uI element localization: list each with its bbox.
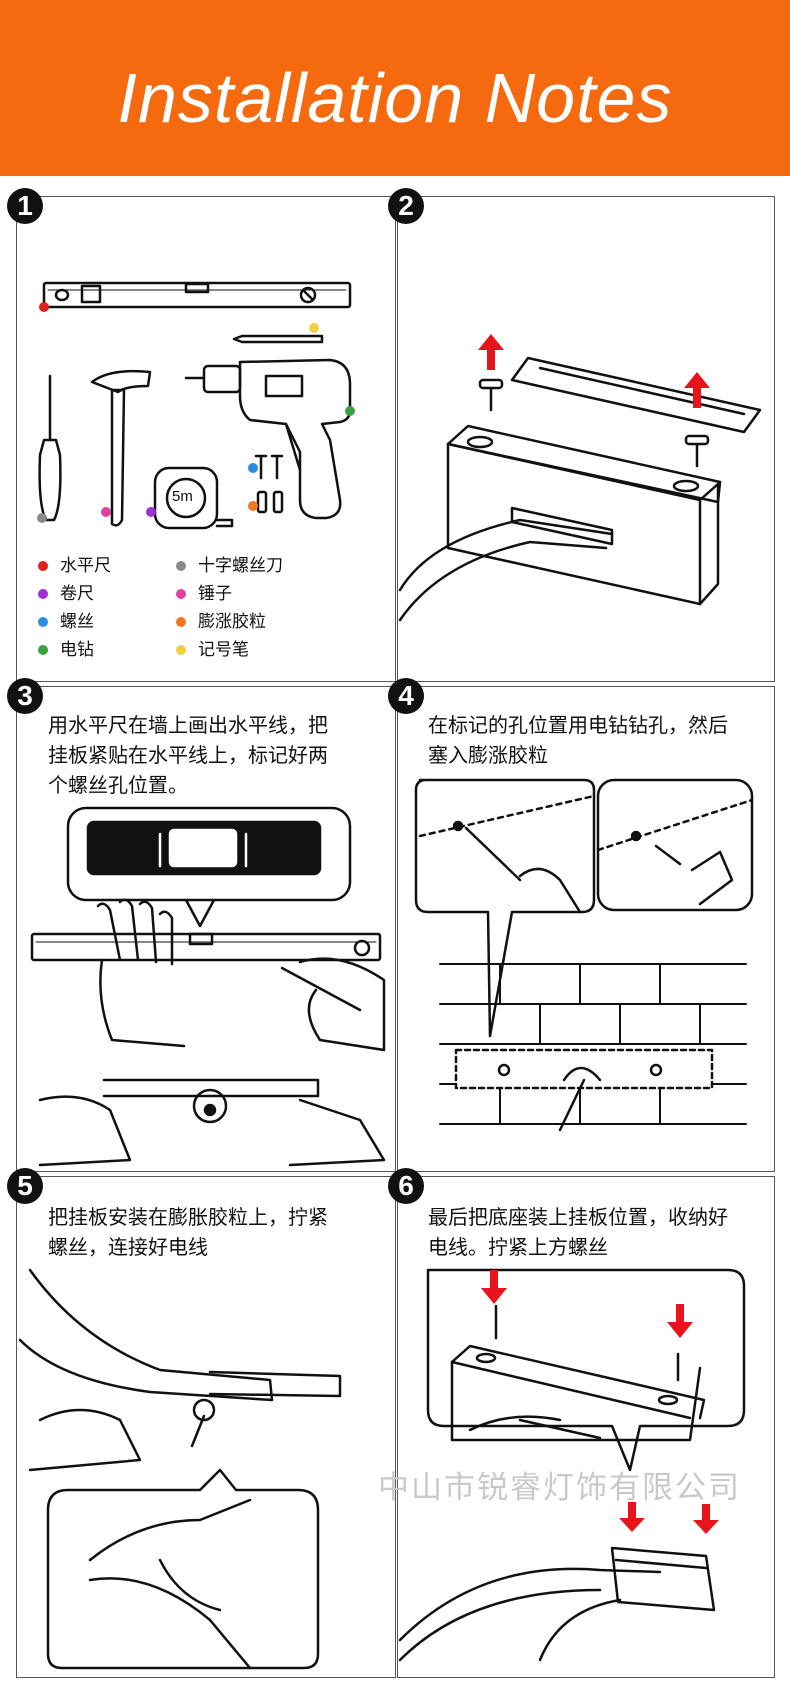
step-4-panel bbox=[397, 686, 775, 1172]
legend-item-drill: 电钻 bbox=[38, 638, 94, 662]
step-3-number: 3 bbox=[7, 678, 43, 714]
legend-label: 记号笔 bbox=[198, 640, 249, 660]
step-1-number: 1 bbox=[7, 188, 43, 224]
anchor-marker-dot bbox=[248, 501, 258, 511]
anchor-zoom-callout bbox=[596, 778, 754, 912]
level-on-wall-illustration bbox=[30, 932, 382, 962]
legend-dot bbox=[176, 645, 186, 655]
screwdriver-hand-illustration bbox=[18, 1268, 342, 1472]
step-3-line-1: 用水平尺在墙上画出水平线，把 bbox=[48, 713, 328, 737]
screw-2a-illustration bbox=[478, 378, 504, 412]
step-4-line-2: 塞入膨涨胶粒 bbox=[428, 743, 548, 767]
legend-dot bbox=[38, 589, 48, 599]
legend-dot bbox=[38, 645, 48, 655]
legend-dot bbox=[176, 617, 186, 627]
tape-measure-illustration bbox=[153, 466, 234, 530]
step-4-number: 4 bbox=[388, 678, 424, 714]
step-6-number: 6 bbox=[388, 1168, 424, 1204]
legend-label: 水平尺 bbox=[60, 556, 111, 576]
step-4-instructions: 在标记的孔位置用电钻钻孔，然后 塞入膨涨胶粒 bbox=[428, 710, 768, 770]
legend-label: 电钻 bbox=[60, 640, 94, 660]
step-5-number: 5 bbox=[7, 1168, 43, 1204]
screw-marker-dot bbox=[248, 463, 258, 473]
legend-dot bbox=[176, 561, 186, 571]
tape-measure-label: 5m bbox=[172, 488, 193, 505]
legend-item-level: 水平尺 bbox=[38, 554, 111, 578]
screw-2b-illustration bbox=[684, 434, 710, 468]
base-final-illustration bbox=[398, 1546, 716, 1662]
legend-label: 卷尺 bbox=[60, 584, 94, 604]
company-watermark: 中山市锐睿灯饰有限公司 bbox=[378, 1470, 741, 1506]
step-4-line-1: 在标记的孔位置用电钻钻孔，然后 bbox=[428, 713, 728, 737]
legend-item-marker: 记号笔 bbox=[176, 638, 249, 662]
legend-label: 膨涨胶粒 bbox=[198, 612, 266, 632]
screwdriver-marker-dot bbox=[37, 513, 47, 523]
step-6-instructions: 最后把底座装上挂板位置，收纳好 电线。拧紧上方螺丝 bbox=[428, 1202, 768, 1262]
legend-item-anchors: 膨涨胶粒 bbox=[176, 610, 266, 634]
step-2-number: 2 bbox=[388, 188, 424, 224]
marked-plate-outline bbox=[454, 1048, 714, 1132]
legend-label: 螺丝 bbox=[60, 612, 94, 632]
hammer-marker-dot bbox=[101, 507, 111, 517]
hammer-illustration bbox=[90, 369, 152, 527]
hand-drawing-line bbox=[280, 957, 386, 1052]
hand-holding-level bbox=[96, 898, 186, 1048]
step-3-instructions: 用水平尺在墙上画出水平线，把 挂板紧贴在水平线上，标记好两 个螺丝孔位置。 bbox=[48, 710, 388, 800]
legend-dot bbox=[176, 589, 186, 599]
pen-marker-dot bbox=[309, 323, 319, 333]
drill-zoom-callout bbox=[414, 778, 596, 1038]
legend-label: 锤子 bbox=[198, 584, 232, 604]
screwdriver-illustration bbox=[38, 374, 62, 522]
legend-dot bbox=[38, 561, 48, 571]
wall-plate-with-hands bbox=[38, 1078, 386, 1167]
step-1-panel bbox=[16, 196, 396, 682]
legend-item-hammer: 锤子 bbox=[176, 582, 232, 606]
step-3-line-3: 个螺丝孔位置。 bbox=[48, 773, 188, 797]
base-box-illustration bbox=[398, 424, 722, 622]
marker-pen-illustration bbox=[232, 334, 324, 344]
legend-item-screws: 螺丝 bbox=[38, 610, 94, 634]
drill-illustration bbox=[184, 358, 352, 520]
tape-marker-dot bbox=[146, 507, 156, 517]
wall-plate-illustration bbox=[510, 356, 762, 434]
spirit-level-illustration bbox=[42, 281, 352, 309]
base-zoom-callout bbox=[426, 1268, 746, 1472]
legend-item-screwdriver: 十字螺丝刀 bbox=[176, 554, 283, 578]
level-zoom-callout bbox=[66, 806, 352, 928]
step-6-line-2: 电线。拧紧上方螺丝 bbox=[428, 1235, 608, 1259]
plate-and-wire-illustration bbox=[190, 1398, 216, 1448]
step-5-instructions: 把挂板安装在膨胀胶粒上，拧紧 螺丝，连接好电线 bbox=[48, 1202, 388, 1262]
legend-dot bbox=[38, 617, 48, 627]
drill-marker-dot bbox=[345, 406, 355, 416]
header-banner: Installation Notes bbox=[0, 0, 790, 176]
step-2-panel bbox=[397, 196, 775, 682]
step-5-panel bbox=[16, 1176, 396, 1678]
anchors-illustration bbox=[256, 490, 284, 514]
wire-connection-callout bbox=[46, 1468, 320, 1670]
red-arrows-step2 bbox=[478, 334, 710, 408]
level-marker-dot bbox=[39, 302, 49, 312]
step-6-line-1: 最后把底座装上挂板位置，收纳好 bbox=[428, 1205, 728, 1229]
step-5-line-1: 把挂板安装在膨胀胶粒上，拧紧 bbox=[48, 1205, 328, 1229]
legend-item-tape: 卷尺 bbox=[38, 582, 94, 606]
legend-label: 十字螺丝刀 bbox=[198, 556, 283, 576]
screws-illustration bbox=[254, 454, 284, 480]
page-title: Installation Notes bbox=[117, 59, 673, 137]
brick-wall-illustration bbox=[439, 963, 747, 1125]
step-3-line-2: 挂板紧贴在水平线上，标记好两 bbox=[48, 743, 328, 767]
step-5-line-2: 螺丝，连接好电线 bbox=[48, 1235, 208, 1259]
red-arrows-step6 bbox=[481, 1270, 719, 1534]
